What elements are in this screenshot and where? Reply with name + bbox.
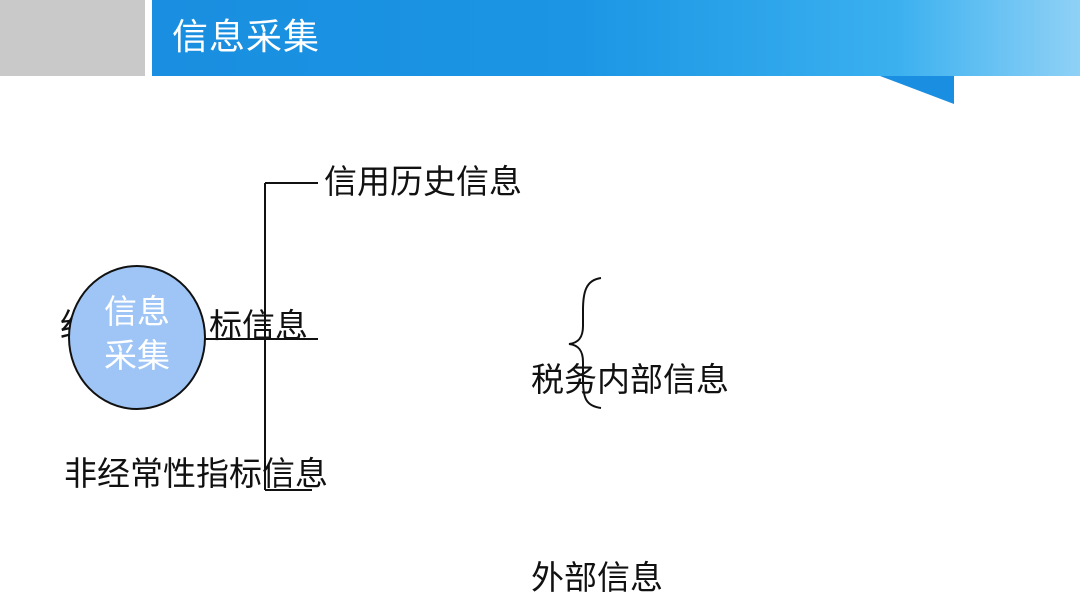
- label-credit-history: 信用历史信息: [324, 162, 522, 201]
- center-circle-label: 信息 采集: [68, 290, 206, 378]
- label-tax-internal: 税务内部信息: [531, 360, 729, 399]
- center-circle: [68, 265, 206, 410]
- label-regular-indicator: 标信息: [209, 306, 308, 345]
- label-irregular-indicator: 非经常性指标信息: [64, 454, 328, 493]
- center-label-line-2: 采集: [104, 336, 170, 375]
- header-gray-block: [0, 0, 145, 76]
- header-band: [152, 0, 1080, 76]
- curly-brace: [568, 277, 602, 409]
- header-tab-decoration: [880, 76, 954, 104]
- center-label-line-1: 信息: [104, 292, 170, 331]
- page-title: 信息采集: [172, 17, 321, 58]
- label-external: 外部信息: [531, 558, 663, 597]
